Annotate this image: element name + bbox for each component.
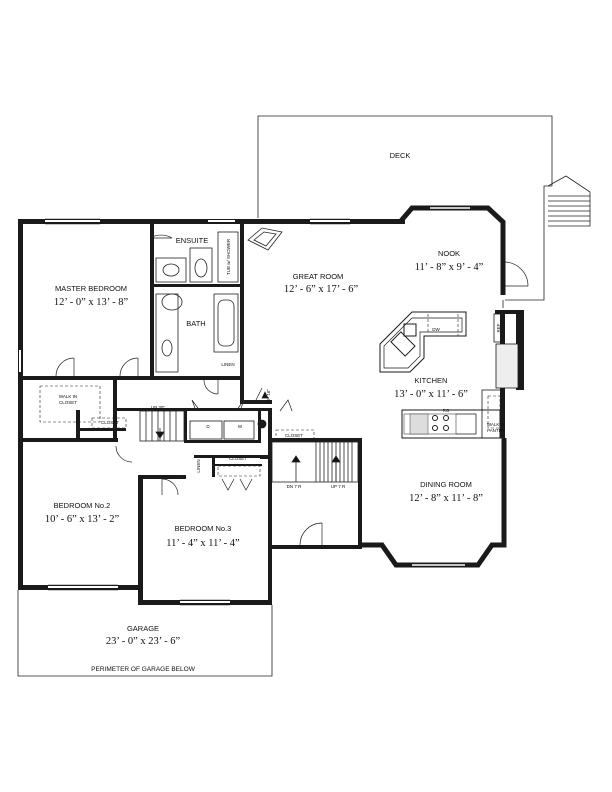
- bath-fixtures: [155, 293, 239, 373]
- doors: [55, 234, 529, 546]
- dn-7r-label: DN 7 R: [287, 484, 303, 489]
- tub-shower-label: TUB w/ SHOWER: [226, 238, 231, 275]
- garage-size: 23’ - 0” x 23’ - 6”: [106, 636, 181, 647]
- bath-label: BATH: [186, 319, 205, 328]
- dining-bay: [362, 438, 507, 568]
- washer-label: W: [238, 424, 243, 429]
- dining-room-name: DINING ROOM: [420, 480, 472, 489]
- master-bedroom-size: 12’ - 0” x 13’ - 8”: [54, 297, 129, 308]
- bedroom-3-size: 11’ - 4” x 11’ - 4”: [166, 538, 240, 549]
- dining-room-size: 12’ - 8” x 11’ - 8”: [409, 493, 483, 504]
- deck-stairs: [547, 175, 591, 227]
- windows: [19, 220, 350, 603]
- ensuite-fixtures: [155, 227, 283, 283]
- up-7r-label: UP 7 R: [331, 484, 346, 489]
- nook-bay: [398, 205, 506, 295]
- walk-in-closet-label-1: WALK IN: [59, 394, 77, 399]
- pantry: [481, 313, 519, 439]
- linen-label-2: LINEN: [196, 459, 201, 472]
- ref-label: REF: [496, 323, 501, 332]
- hall-stairs: [139, 410, 185, 442]
- closet-dashes: [39, 314, 501, 477]
- bedroom-2-name: BEDROOM No.2: [54, 501, 111, 510]
- great-room-name: GREAT ROOM: [293, 272, 344, 281]
- nook-name: NOOK: [438, 249, 460, 258]
- dw-label: DW: [432, 327, 440, 332]
- garage-perimeter-label: PERIMETER OF GARAGE BELOW: [91, 666, 196, 673]
- up-30-label: UP 30": [151, 405, 165, 410]
- great-room-size: 12’ - 6” x 17’ - 6”: [284, 284, 359, 295]
- bedroom-2-size: 10’ - 6” x 13’ - 2”: [45, 514, 120, 525]
- laundry: [189, 419, 267, 440]
- master-bedroom-name: MASTER BEDROOM: [55, 284, 127, 293]
- walk-in-pantry-label-1: WALK IN: [487, 422, 505, 427]
- closet-label-3: CLOSET: [285, 433, 303, 438]
- ensuite-label: ENSUITE: [176, 236, 209, 245]
- deck-label: DECK: [390, 151, 411, 160]
- kitchen-counter: [401, 409, 501, 439]
- bedroom-3-name: BEDROOM No.3: [175, 524, 232, 533]
- closet-label-1: CLOSET: [101, 420, 119, 425]
- kitchen-island: [379, 311, 467, 373]
- dryer-label: D: [206, 424, 210, 429]
- kitchen-name: KITCHEN: [415, 376, 448, 385]
- walk-in-closet-label-2: CLOSET: [59, 400, 77, 405]
- main-stairs: [271, 441, 359, 483]
- kitchen-size: 13’ - 0” x 11’ - 6”: [394, 389, 468, 400]
- nook-size: 11’ - 8” x 9’ - 4”: [415, 262, 484, 273]
- up-16-label: UP 16": [266, 389, 271, 403]
- garage-outline: [17, 590, 273, 677]
- garage-name: GARAGE: [127, 624, 159, 633]
- closet-label-2: CLOSET: [229, 456, 247, 461]
- linen-label-1: LINEN: [221, 362, 234, 367]
- walk-in-pantry-label-2: PANTRY: [487, 428, 505, 433]
- rg-label: RG: [443, 408, 450, 413]
